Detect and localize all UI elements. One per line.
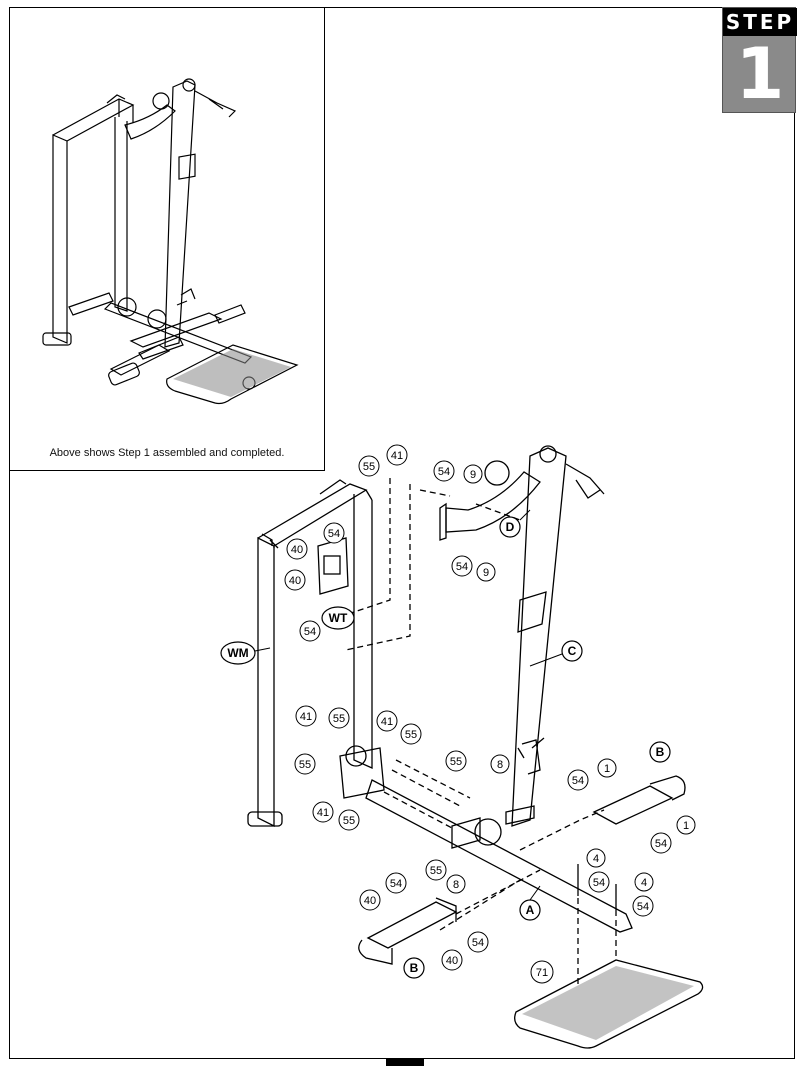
frame-parts — [247, 445, 704, 1049]
step-number: 1 — [735, 33, 785, 115]
label-d: D — [506, 520, 515, 534]
callout-1-b-right-top: 1 — [604, 763, 610, 775]
label-a: A — [526, 903, 535, 917]
part-letter-circles — [220, 516, 671, 979]
part-letters: WM WT D C A B B — [227, 509, 665, 975]
page-bottom-tab — [386, 1059, 424, 1066]
callout-numbers: 41 55 54 9 54 9 54 40 40 54 41 55 55 41 … — [289, 450, 689, 979]
completed-assembly-drawing: Above shows Step 1 assembled and complet… — [42, 78, 299, 459]
label-c: C — [568, 644, 577, 658]
callout-55-top: 55 — [363, 461, 375, 473]
callout-54-a-upper: 54 — [593, 877, 605, 889]
callout-54-b-right-lower: 54 — [655, 838, 667, 850]
label-b-right: B — [656, 745, 665, 759]
callout-71: 71 — [536, 967, 548, 979]
callout-4-upper: 4 — [593, 853, 599, 865]
callout-40-b-left-lower: 40 — [446, 955, 458, 967]
callout-54-b-left: 54 — [390, 878, 402, 890]
callout-41-low-mid: 41 — [381, 716, 393, 728]
inset-caption: Above shows Step 1 assembled and complet… — [50, 447, 285, 459]
callout-54-top: 54 — [438, 466, 450, 478]
callout-40-b-left: 40 — [364, 895, 376, 907]
completed-assembly-inset: Above shows Step 1 assembled and complet… — [9, 7, 325, 471]
callout-9-mid: 9 — [483, 567, 489, 579]
callout-1-b-right-bottom: 1 — [683, 820, 689, 832]
callout-54-b-right: 54 — [572, 775, 584, 787]
callout-54-wt: 54 — [328, 528, 340, 540]
callout-54-mid: 54 — [456, 561, 468, 573]
callout-55-low-left: 55 — [333, 713, 345, 725]
callout-55-bottom: 55 — [343, 815, 355, 827]
page-frame — [9, 7, 795, 1059]
callout-55-low-left2: 55 — [299, 759, 311, 771]
callout-55-center: 55 — [450, 756, 462, 768]
callout-40-wt-upper: 40 — [291, 544, 303, 556]
callout-54-b-left-lower: 54 — [472, 937, 484, 949]
callout-8-a: 8 — [453, 879, 459, 891]
callout-41-low-left: 41 — [300, 711, 312, 723]
callout-8-center: 8 — [497, 759, 503, 771]
callouts — [284, 444, 696, 984]
label-wm: WM — [227, 646, 248, 660]
callout-55-low-mid: 55 — [405, 729, 417, 741]
callout-4-lower: 4 — [641, 877, 647, 889]
footplate-mesh — [522, 966, 694, 1040]
callout-40-wt-lower: 40 — [289, 575, 301, 587]
callout-41-bottom: 41 — [317, 807, 329, 819]
step-label: STEP — [723, 8, 797, 36]
callout-41-top: 41 — [391, 450, 403, 462]
step-badge: STEP 1 — [722, 7, 797, 115]
callout-54-wt-lower: 54 — [304, 626, 316, 638]
callout-54-a-lower: 54 — [637, 901, 649, 913]
callout-55-a: 55 — [430, 865, 442, 877]
label-b-left: B — [410, 961, 419, 975]
callout-9-top: 9 — [470, 469, 476, 481]
label-wt: WT — [329, 611, 348, 625]
